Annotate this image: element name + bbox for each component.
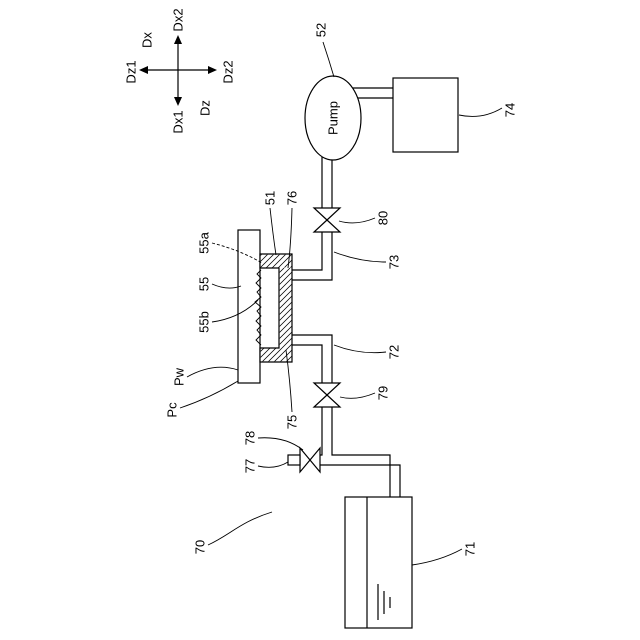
arrow-dz1-head (139, 66, 148, 74)
arrow-dx2-head (174, 35, 182, 44)
leader-51 (270, 208, 276, 255)
ref-51: 51 (263, 191, 278, 205)
ref-80: 80 (376, 211, 391, 225)
label-dz: Dz (198, 100, 213, 116)
ref-72: 72 (387, 345, 402, 359)
valve-79-lower (314, 395, 340, 407)
panel-and-tray: 51 76 55a 55 55b Pw Pc (165, 191, 300, 418)
valve-78-right (310, 448, 320, 472)
leader-80 (339, 218, 375, 223)
ref-55a: 55a (197, 231, 212, 253)
label-dx1: Dx1 (171, 110, 186, 133)
ref-55: 55 (197, 277, 212, 291)
ref-75: 75 (285, 415, 300, 429)
hatch-line (261, 255, 262, 256)
ref-79: 79 (376, 386, 391, 400)
pipe-73-inner-wall (292, 157, 322, 270)
leader-72 (334, 345, 386, 353)
ref-70: 70 (193, 540, 208, 554)
pipe-72-outer-wall (292, 335, 390, 497)
leader-70 (208, 512, 272, 545)
pump-text: Pump (326, 101, 341, 135)
ref-52: 52 (314, 23, 329, 37)
pump-assembly: Pump 52 74 (305, 23, 518, 160)
box-74 (393, 78, 458, 152)
pipe-72-inner-wall (292, 345, 400, 497)
leader-52 (323, 42, 334, 77)
leader-pw (187, 367, 238, 377)
valve-79-upper (314, 383, 340, 395)
ref-73: 73 (387, 255, 402, 269)
arrow-dx1-head (174, 97, 182, 106)
ref-pw: Pw (172, 367, 187, 386)
label-dz2: Dz2 (221, 60, 236, 83)
tray-51 (260, 254, 292, 362)
ref-55b: 55b (197, 311, 212, 333)
leader-pc (180, 381, 238, 408)
label-dx2: Dx2 (171, 8, 186, 31)
arrow-dz2-head (208, 66, 217, 74)
ref-74: 74 (503, 103, 518, 117)
leader-55 (212, 284, 241, 288)
ref-pc: Pc (165, 402, 180, 418)
leader-77 (258, 462, 288, 467)
direction-legend: Dx2 Dx Dz1 Dz2 Dx1 Dz (124, 8, 236, 133)
ref-76: 76 (285, 191, 300, 205)
label-dz1: Dz1 (124, 60, 139, 83)
system-70: 70 (193, 512, 273, 554)
label-dx: Dx (140, 32, 155, 48)
valve-80-upper (314, 208, 340, 220)
pipe-73-outer-wall (292, 160, 332, 280)
tank-71: 71 (345, 497, 478, 628)
ref-78: 78 (243, 431, 258, 445)
ref-77: 77 (243, 459, 258, 473)
valve-80-lower (314, 220, 340, 232)
leader-79 (340, 393, 375, 398)
leader-74 (459, 108, 502, 116)
leader-73 (334, 252, 386, 262)
valve-78-left (300, 448, 310, 472)
leader-78 (258, 438, 303, 450)
leader-71 (412, 549, 462, 565)
pipe-73: 80 73 (292, 157, 402, 280)
ref-71: 71 (463, 542, 478, 556)
port-77 (288, 455, 300, 465)
